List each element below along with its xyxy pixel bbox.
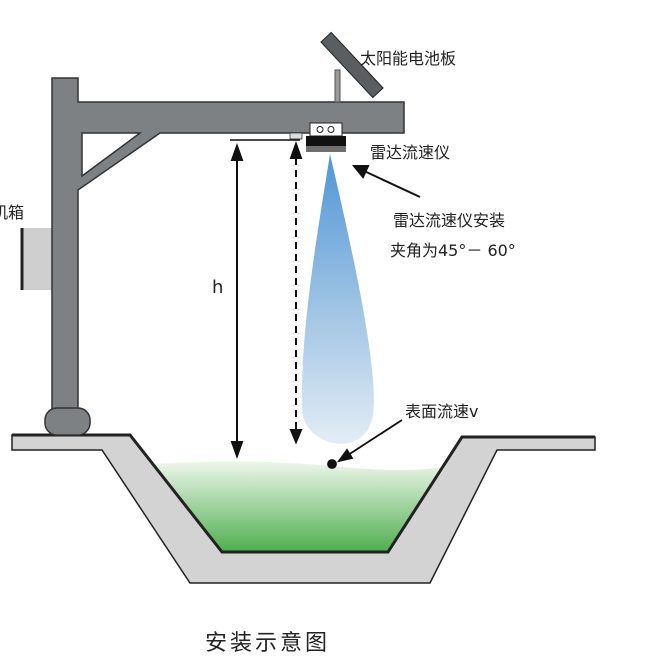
label-surface-velocity: 表面流速v (405, 402, 478, 421)
post-foot (44, 407, 91, 436)
dashed-measure-line (289, 141, 303, 445)
water (152, 461, 446, 552)
gantry-frame (44, 77, 405, 436)
label-install-angle-2: 夹角为45°－ 60° (390, 241, 516, 260)
label-enclosure: 机箱 (0, 203, 24, 222)
label-height: h (212, 277, 223, 298)
height-arrow (230, 139, 300, 459)
caption: 安装示意图 (205, 631, 330, 656)
label-radar-meter: 雷达流速仪 (370, 143, 450, 162)
enclosure-box (20, 228, 52, 290)
solar-panel (320, 31, 384, 103)
label-install-angle-1: 雷达流速仪安装 (393, 211, 505, 230)
measure-point (327, 459, 337, 469)
radar-angle-pointer (351, 165, 421, 198)
label-solar-panel: 太阳能电池板 (360, 49, 456, 68)
surface-velocity-pointer (327, 419, 403, 469)
radar-sensor (289, 122, 346, 152)
radar-beam (301, 154, 374, 444)
channel (11, 433, 596, 584)
